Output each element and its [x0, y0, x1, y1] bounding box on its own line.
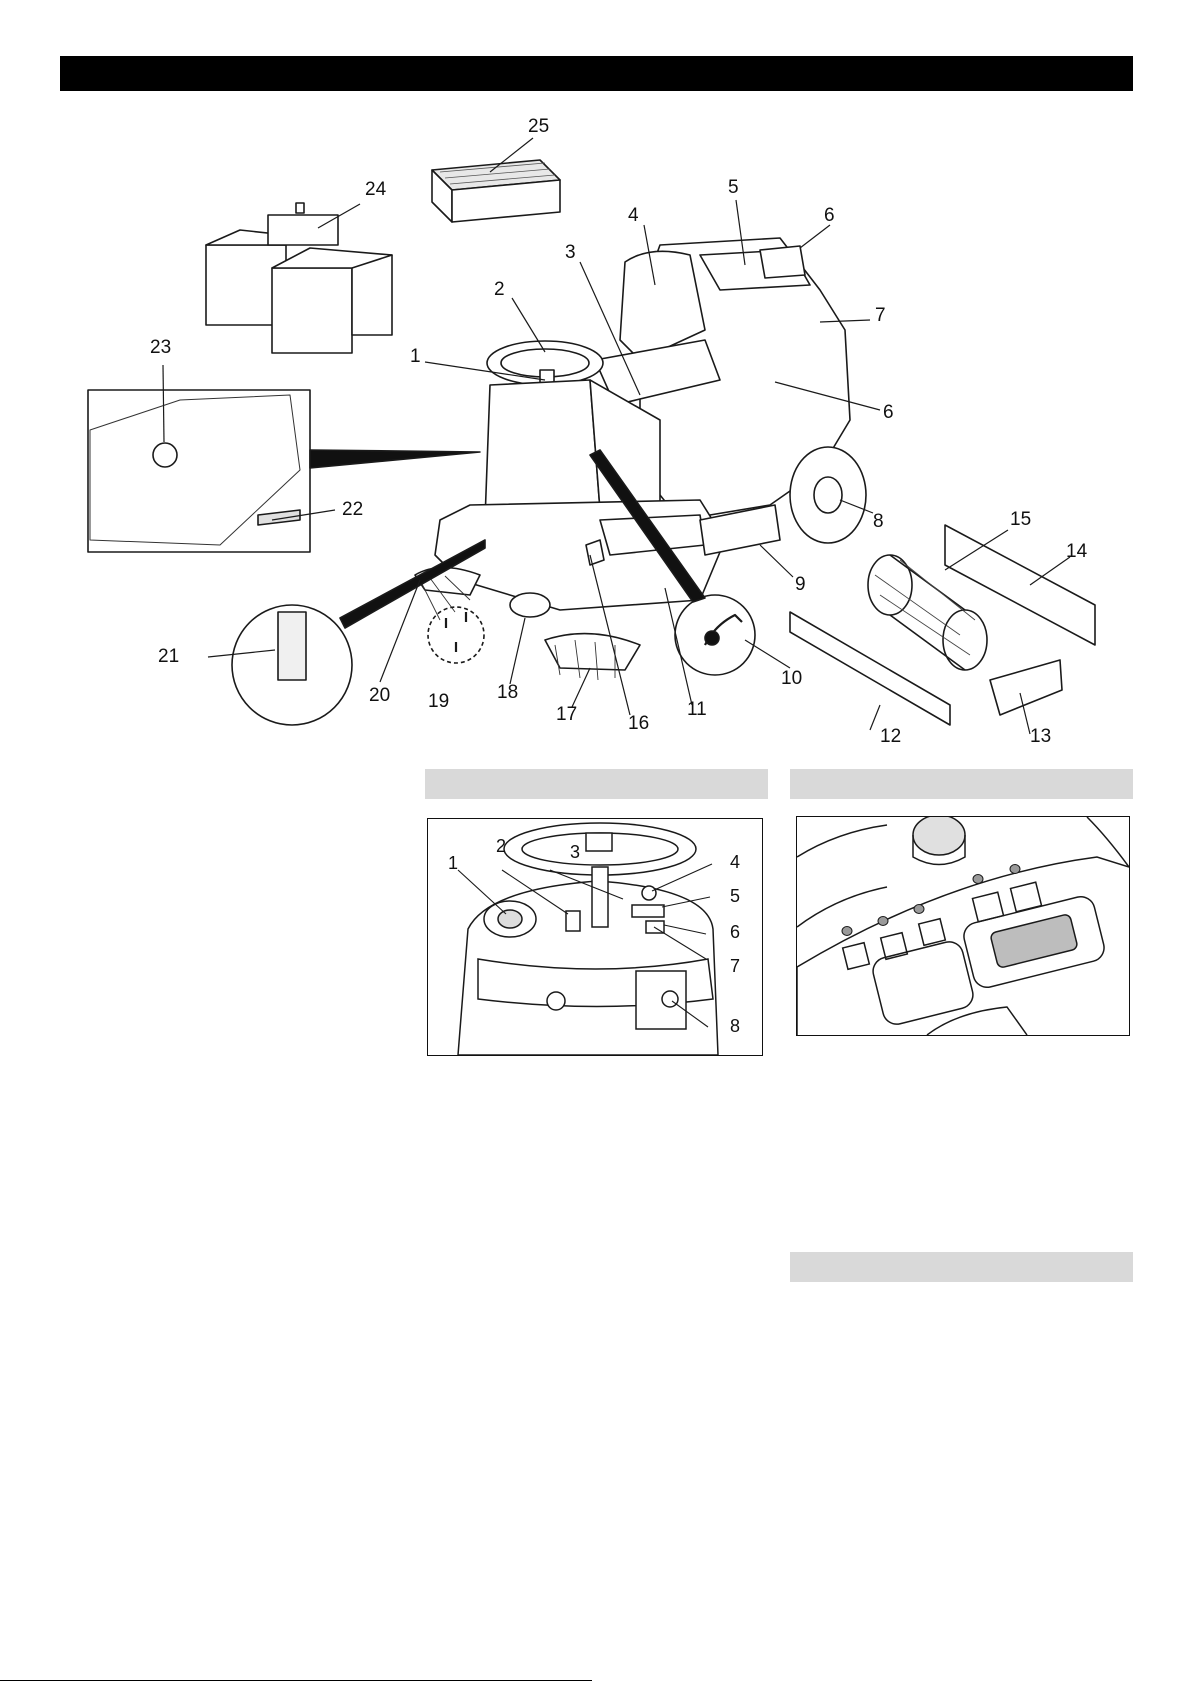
control-panel-figure: 1 2 3 4 5 6 7 8: [427, 818, 763, 1056]
callout-18: 18: [497, 683, 518, 702]
panel-callout-2: 2: [496, 837, 506, 855]
panel-callout-5: 5: [730, 887, 740, 905]
sweeper-machine-drawing: [415, 238, 866, 680]
batteries-drawing: [206, 203, 392, 353]
panel-callout-4: 4: [730, 853, 740, 871]
header-bar: [60, 56, 1133, 91]
panel-callout-3: 3: [570, 843, 580, 861]
indicator-panel-illustration: [797, 817, 1129, 1035]
callout-3: 3: [565, 243, 576, 262]
callout-10: 10: [781, 669, 802, 688]
callout-23: 23: [150, 338, 171, 357]
section-header-bar-lower: [790, 1252, 1133, 1282]
panel-callout-7: 7: [730, 957, 740, 975]
callout-6-side: 6: [883, 403, 894, 422]
indicator-panel-figure: [796, 816, 1130, 1036]
callout-4: 4: [628, 206, 639, 225]
control-panel-illustration: [428, 819, 762, 1055]
panel-callout-6: 6: [730, 923, 740, 941]
callout-9: 9: [795, 575, 806, 594]
panel-callout-8: 8: [730, 1017, 740, 1035]
callout-19: 19: [428, 692, 449, 711]
sealing-strip-13-drawing: [990, 660, 1062, 715]
callout-6-top: 6: [824, 206, 835, 225]
callout-20: 20: [369, 686, 390, 705]
callout-22: 22: [342, 500, 363, 519]
footer-rule: [0, 1680, 592, 1681]
callout-24: 24: [365, 180, 386, 199]
callout-2: 2: [494, 280, 505, 299]
callout-7: 7: [875, 306, 886, 325]
section-header-bar-left: [425, 769, 768, 799]
callout-21: 21: [158, 647, 179, 666]
callout-12: 12: [880, 727, 901, 746]
callout-17: 17: [556, 705, 577, 724]
callout-25: 25: [528, 117, 549, 136]
callout-5: 5: [728, 178, 739, 197]
panel-callout-1: 1: [448, 854, 458, 872]
screws-19-drawing: [428, 607, 484, 663]
sealing-strip-12-drawing: [790, 612, 950, 725]
callout-1: 1: [410, 347, 421, 366]
callout-13: 13: [1030, 727, 1051, 746]
section-header-bar-right: [790, 769, 1133, 799]
inset-detail-22-23: [88, 390, 310, 552]
callout-14: 14: [1066, 542, 1087, 561]
callout-16: 16: [628, 714, 649, 733]
callout-15: 15: [1010, 510, 1031, 529]
callout-8: 8: [873, 512, 884, 531]
callout-11: 11: [687, 700, 707, 719]
filter-cassette-drawing: [432, 160, 560, 222]
